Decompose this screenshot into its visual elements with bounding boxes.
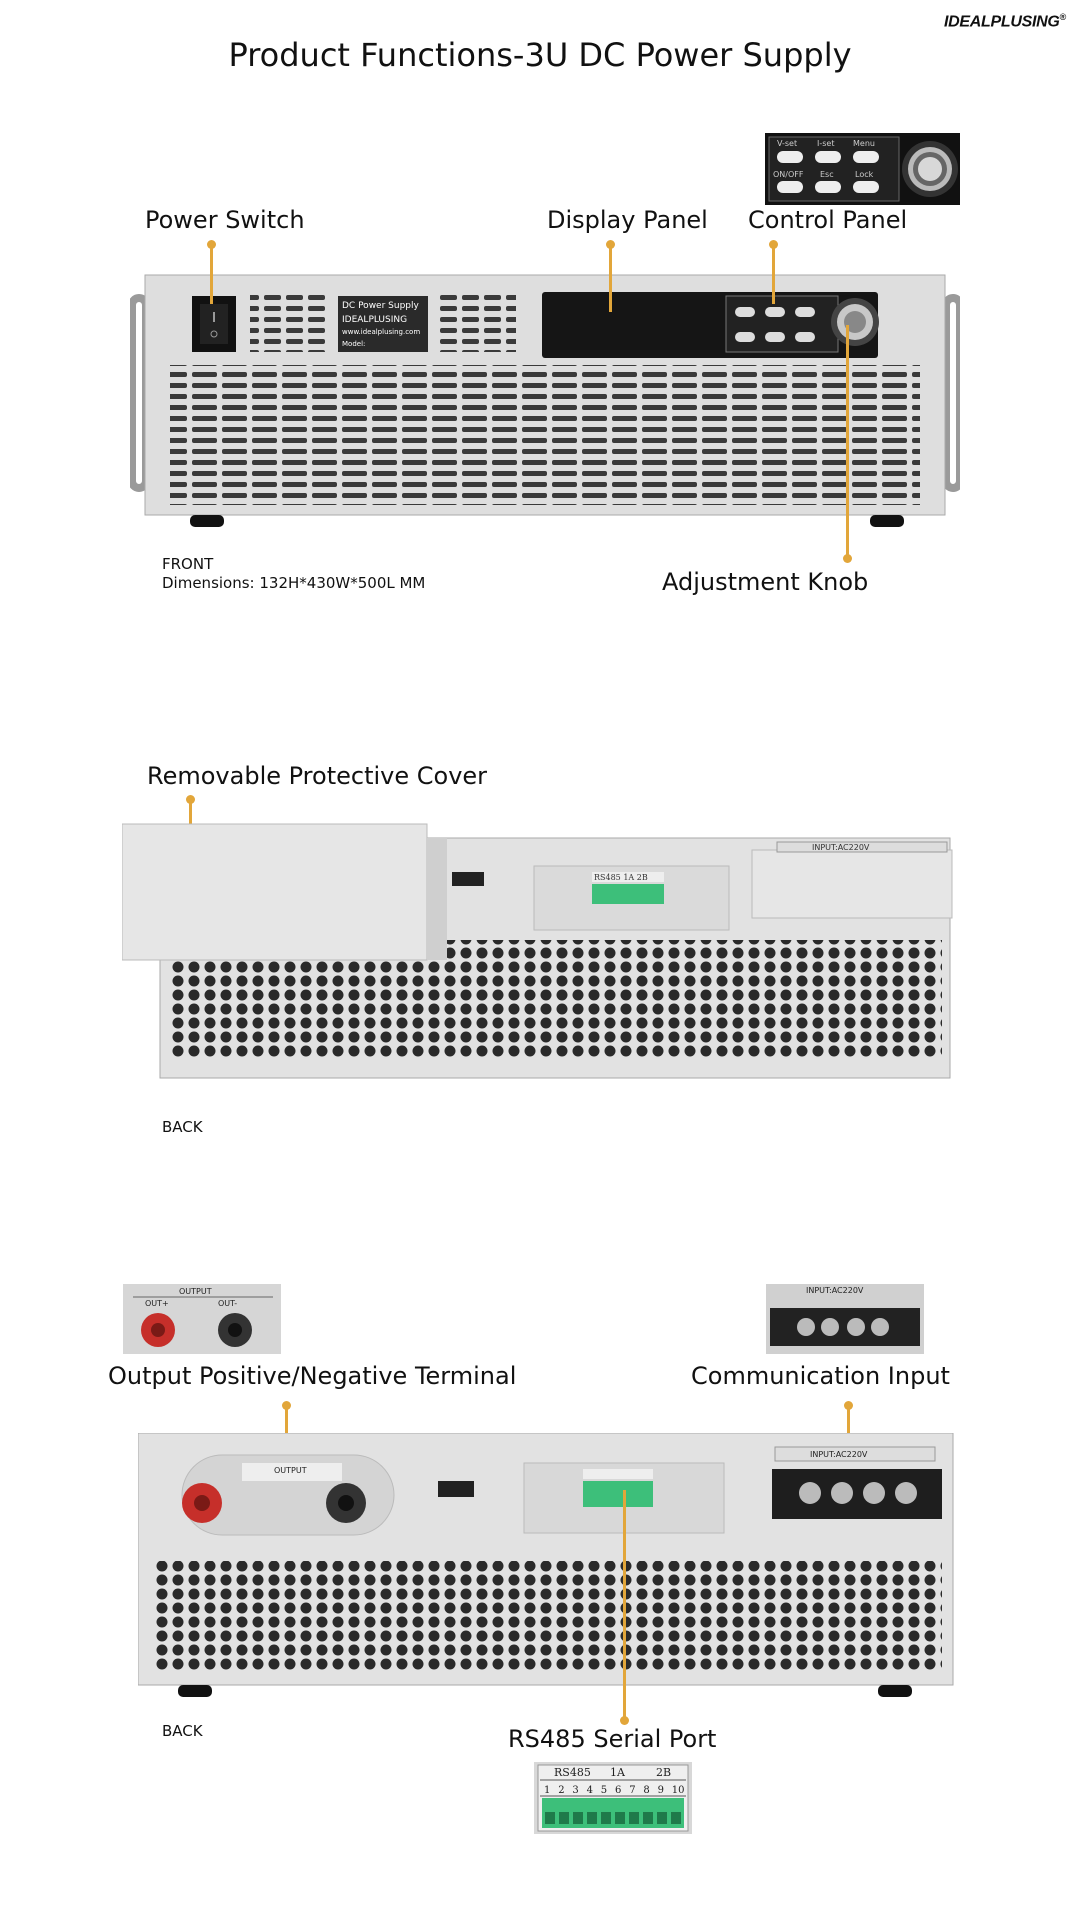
callout-rs485: RS485 Serial Port xyxy=(508,1725,717,1753)
front-caption: FRONT Dimensions: 132H*430W*500L MM xyxy=(162,555,425,593)
callout-control-panel: Control Panel xyxy=(748,206,908,234)
rs485-head-label: RS485 xyxy=(554,1766,591,1779)
nameplate-line4: Model: xyxy=(342,340,365,348)
inset-btn-menu: Menu xyxy=(853,139,875,148)
rs485-line xyxy=(623,1490,626,1720)
callout-protective-cover: Removable Protective Cover xyxy=(147,762,488,790)
back2-caption: BACK xyxy=(162,1722,203,1740)
logo-text: IDEALPLUSING xyxy=(944,13,1060,31)
output-terminal-inset: OUTPUT OUT+ OUT- xyxy=(123,1284,281,1354)
back1-caption: BACK xyxy=(162,1118,203,1136)
callout-output-terminal: Output Positive/Negative Terminal xyxy=(108,1362,517,1390)
front-panel-image: DC Power Supply IDEALPLUSING www.idealpl… xyxy=(130,274,960,532)
inset-btn-vset: V-set xyxy=(777,139,797,148)
back1-input-label: INPUT:AC220V xyxy=(812,843,870,852)
rs485-pin-10: 10 xyxy=(672,1785,685,1796)
adjustment-knob-pointer xyxy=(843,554,852,563)
rs485-pin-4: 4 xyxy=(587,1785,593,1796)
nameplate-line1: DC Power Supply xyxy=(342,301,419,311)
panel-input-label: INPUT:AC220V xyxy=(810,1450,868,1459)
inset-btn-lock: Lock xyxy=(855,170,874,179)
control-panel-line xyxy=(772,244,775,304)
rs485-pin-3: 3 xyxy=(572,1785,578,1796)
callout-adjustment-knob: Adjustment Knob xyxy=(662,568,869,596)
inset-output-label: OUTPUT xyxy=(179,1287,212,1296)
nameplate-line3: www.idealplusing.com xyxy=(342,328,420,336)
inset-input-label: INPUT:AC220V xyxy=(806,1286,864,1295)
control-panel-inset: V-set I-set Menu ON/OFF Esc Lock xyxy=(765,133,960,205)
rs485-pin-9: 9 xyxy=(658,1785,664,1796)
back-panel-with-cover-image: INPUT:AC220V RS485 1A 2B xyxy=(122,823,953,1079)
nameplate-line2: IDEALPLUSING xyxy=(342,315,407,325)
comm-input-inset: INPUT:AC220V xyxy=(766,1284,924,1354)
rs485-pin-8: 8 xyxy=(643,1785,649,1796)
inset-btn-esc: Esc xyxy=(820,170,834,179)
panel-output-label: OUTPUT xyxy=(274,1466,307,1475)
inset-btn-iset: I-set xyxy=(817,139,834,148)
rs485-pointer xyxy=(620,1716,629,1725)
brand-logo: IDEALPLUSING® xyxy=(944,12,1066,31)
adjustment-knob-line xyxy=(846,325,849,557)
callout-power-switch: Power Switch xyxy=(145,206,305,234)
inset-btn-onoff: ON/OFF xyxy=(773,170,804,179)
power-switch-line xyxy=(210,244,213,304)
display-panel-line xyxy=(609,244,612,312)
rs485-head-2b: 2B xyxy=(656,1766,671,1779)
page-title: Product Functions-3U DC Power Supply xyxy=(228,36,852,74)
front-caption-title: FRONT xyxy=(162,555,214,573)
rs485-pin-1: 1 xyxy=(544,1785,550,1796)
rs485-pin-2: 2 xyxy=(558,1785,564,1796)
rs485-pin-7: 7 xyxy=(629,1785,635,1796)
front-dimensions: Dimensions: 132H*430W*500L MM xyxy=(162,574,426,592)
back-panel-image: OUTPUT INPUT:AC220V xyxy=(138,1433,954,1697)
callout-comm-input: Communication Input xyxy=(691,1362,950,1390)
logo-registered: ® xyxy=(1059,12,1067,22)
callout-display-panel: Display Panel xyxy=(547,206,708,234)
back1-rs485-label: RS485 1A 2B xyxy=(594,873,648,882)
rs485-pin-5: 5 xyxy=(601,1785,607,1796)
rs485-head-1a: 1A xyxy=(610,1766,626,1779)
inset-out-neg: OUT- xyxy=(218,1299,237,1308)
rs485-pin-6: 6 xyxy=(615,1785,621,1796)
inset-out-pos: OUT+ xyxy=(145,1299,169,1308)
